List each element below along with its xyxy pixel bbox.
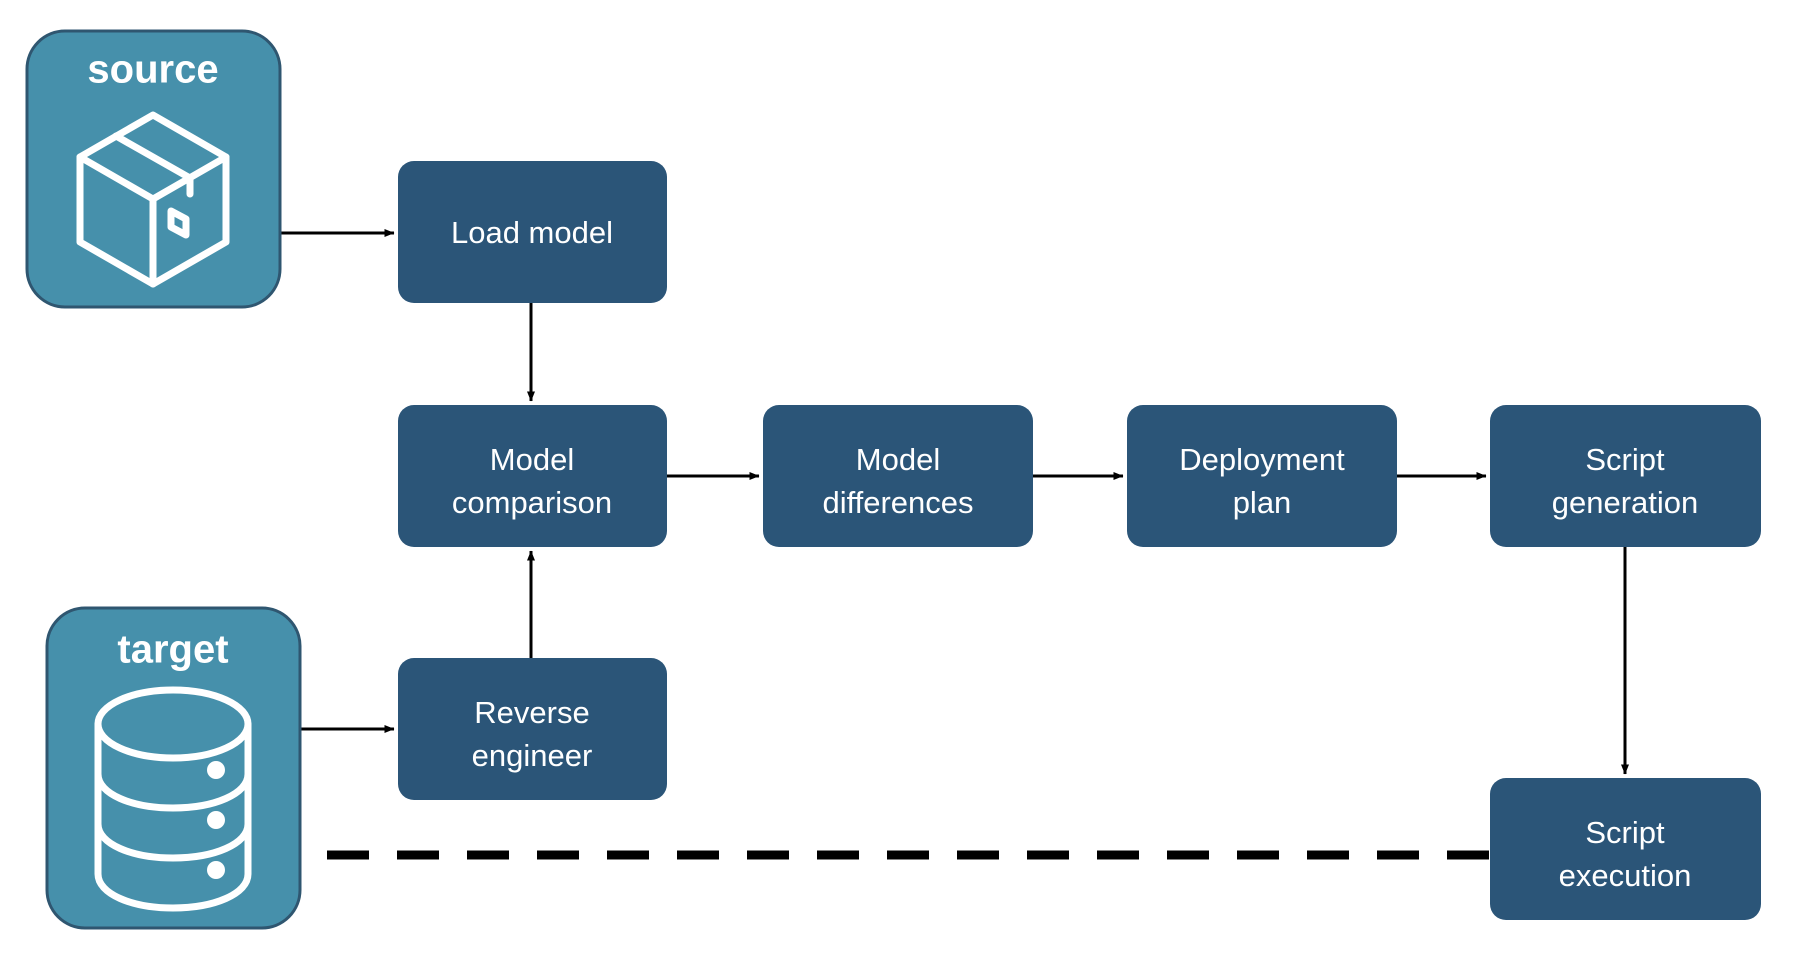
model-comparison-label-line2: comparison [452, 485, 612, 520]
node-script-generation[interactable]: Script generation [1490, 405, 1761, 547]
deployment-plan-box[interactable] [1127, 405, 1397, 547]
source-box[interactable] [25, 29, 282, 309]
node-load-model[interactable]: Load model [398, 161, 667, 303]
deployment-plan-label-line1: Deployment [1179, 442, 1345, 477]
node-source[interactable]: source [25, 29, 282, 309]
model-differences-box[interactable] [763, 405, 1033, 547]
source-label: source [87, 48, 218, 92]
script-generation-label-line2: generation [1552, 485, 1699, 520]
model-comparison-label-line1: Model [490, 442, 574, 477]
reverse-engineer-label-line2: engineer [472, 738, 593, 773]
target-box[interactable] [45, 606, 302, 930]
model-differences-label-line2: differences [822, 485, 973, 520]
reverse-engineer-label-line1: Reverse [474, 695, 589, 730]
edge-script-execution-to-target [272, 843, 1489, 867]
script-generation-label-line1: Script [1585, 442, 1665, 477]
node-model-differences[interactable]: Model differences [763, 405, 1033, 547]
deployment-plan-label-line2: plan [1233, 485, 1292, 520]
script-generation-box[interactable] [1490, 405, 1761, 547]
node-model-comparison[interactable]: Model comparison [398, 405, 667, 547]
database-cylinder-icon [94, 686, 252, 912]
model-differences-label-line1: Model [856, 442, 940, 477]
script-execution-label-line1: Script [1585, 815, 1665, 850]
load-model-box[interactable] [398, 161, 667, 303]
node-reverse-engineer[interactable]: Reverse engineer [398, 658, 667, 800]
node-deployment-plan[interactable]: Deployment plan [1127, 405, 1397, 547]
script-execution-box[interactable] [1490, 778, 1761, 920]
script-execution-label-line2: execution [1559, 858, 1692, 893]
model-comparison-box[interactable] [398, 405, 667, 547]
reverse-engineer-box[interactable] [398, 658, 667, 800]
node-script-execution[interactable]: Script execution [1490, 778, 1761, 920]
package-box-icon [76, 111, 230, 288]
node-target[interactable]: target [45, 606, 302, 930]
target-label: target [117, 628, 228, 672]
load-model-label: Load model [451, 215, 613, 250]
